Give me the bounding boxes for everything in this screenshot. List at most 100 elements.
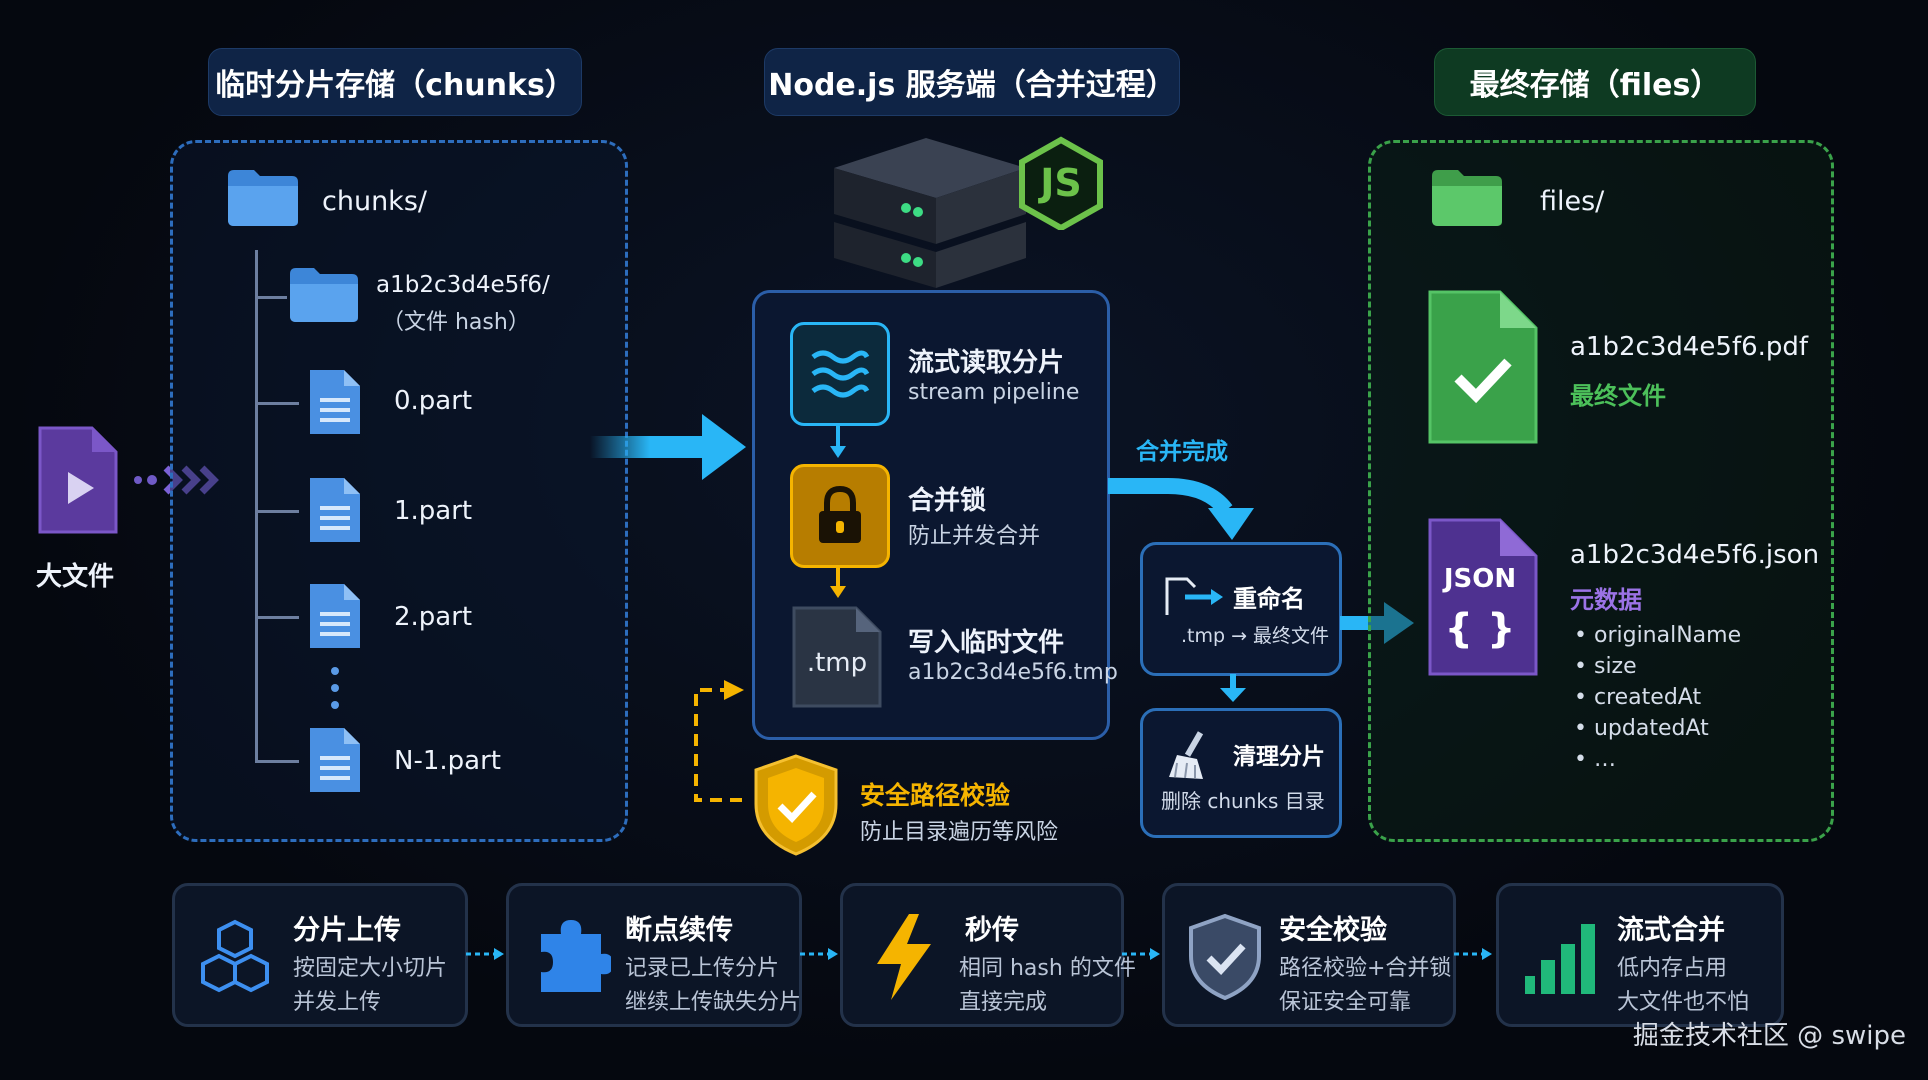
part-file-icon [306,580,364,656]
broom-icon [1163,729,1215,785]
feature-card: 分片上传 按固定大小切片 并发上传 [172,883,468,1027]
feature-card: 安全校验 路径校验+合并锁 保证安全可靠 [1162,883,1456,1027]
chunks-folder-name: chunks/ [322,186,427,217]
feature-line: 低内存占用 [1617,956,1728,981]
files-section-header: 最终存储（files） [1434,48,1756,116]
feature-line: 并发上传 [293,990,382,1015]
feature-line: 直接完成 [959,990,1048,1015]
feature-line: 保证安全可靠 [1279,990,1412,1015]
rename-title: 重命名 [1233,585,1305,613]
down-arrow-icon [830,566,846,604]
json-field-item: • createdAt [1574,685,1702,710]
part-file-icon [306,366,364,442]
rename-file-icon [1163,575,1223,621]
down-arrow-icon [830,426,846,464]
step-desc: stream pipeline [908,380,1080,405]
video-file-icon [34,424,120,538]
chunks-panel [170,140,628,842]
feature-title: 流式合并 [1617,915,1725,946]
tree-branch-line [255,760,299,763]
step-title: 合并锁 [908,486,987,516]
flow-arrow-icon [590,408,750,492]
hash-folder-note: （文件 hash） [382,310,530,335]
security-shield-icon [752,752,840,862]
feature-title: 秒传 [965,915,1019,946]
watermark-text: 掘金技术社区 @ swipe [1632,1021,1906,1051]
curved-arrow-icon [1108,470,1258,546]
merge-done-label: 合并完成 [1136,439,1228,465]
files-folder-name: files/ [1540,186,1605,217]
part-file-name: 0.part [394,386,473,416]
json-braces: { } [1444,606,1516,652]
feature-line: 相同 hash 的文件 [959,956,1136,981]
dotted-arrow-icon [1454,946,1494,965]
feature-line: 路径校验+合并锁 [1279,956,1452,981]
part-file-name: 2.part [394,602,473,632]
folder-icon [1430,166,1504,232]
security-desc: 防止目录遍历等风险 [860,820,1059,845]
feature-title: 分片上传 [293,915,401,946]
json-field-item: • … [1574,747,1616,772]
feature-line: 记录已上传分片 [625,956,780,981]
cubes-icon [197,918,273,998]
json-field-item: • originalName [1574,623,1742,648]
cleanup-box: 清理分片 删除 chunks 目录 [1140,708,1342,838]
node-section-header: Node.js 服务端（合并过程） [764,48,1180,116]
step-desc: 防止并发合并 [908,524,1041,549]
chunks-section-title: 临时分片存储（chunks） [215,68,575,103]
feature-card: 秒传 相同 hash 的文件 直接完成 [840,883,1136,1027]
json-file-name: a1b2c3d4e5f6.json [1570,540,1820,570]
step-title: 流式读取分片 [908,348,1065,378]
ellipsis-dots-icon [330,666,340,716]
pdf-file-name: a1b2c3d4e5f6.pdf [1570,332,1809,362]
dashed-loop-arrow-icon [688,680,748,818]
json-field-item: • size [1574,654,1637,679]
lightning-bolt-icon [871,912,937,1006]
tree-branch-line [255,296,287,299]
json-icon-text: JSON [1443,564,1517,594]
files-panel [1368,140,1834,842]
rename-box: 重命名 .tmp → 最终文件 [1140,542,1342,676]
feature-line: 继续上传缺失分片 [625,990,802,1015]
part-file-icon [306,474,364,550]
puzzle-piece-icon [535,914,613,998]
cleanup-desc: 删除 chunks 目录 [1161,789,1325,813]
padlock-icon [790,464,890,568]
files-section-title: 最终存储（files） [1469,68,1721,103]
rename-desc: .tmp → 最终文件 [1181,625,1330,647]
bar-chart-icon [1523,916,1599,1000]
tree-branch-line [255,510,299,513]
security-title: 安全路径校验 [860,781,1011,810]
down-arrow-icon [1220,674,1246,708]
dotted-arrow-icon [800,946,840,965]
tree-branch-line [255,616,299,619]
feature-card: 流式合并 低内存占用 大文件也不怕 [1496,883,1784,1027]
bigfile-label: 大文件 [36,562,115,592]
nodejs-hexagon-icon: JS [1018,136,1104,232]
hash-folder-name: a1b2c3d4e5f6/ [376,272,550,298]
js-badge-text: JS [1040,161,1082,205]
part-file-icon [306,724,364,800]
feature-card: 断点续传 记录已上传分片 继续上传缺失分片 [506,883,802,1027]
pdf-file-check-icon [1424,286,1540,452]
chunks-section-header: 临时分片存储（chunks） [208,48,582,116]
shield-check-icon [1187,912,1263,1006]
tree-branch-line [255,402,299,405]
node-section-title: Node.js 服务端（合并过程） [768,68,1176,103]
hash-folder-icon [288,264,360,328]
json-field-item: • updatedAt [1574,716,1709,741]
dotted-arrow-icon [1122,946,1162,965]
tmp-file-icon: .tmp [790,604,884,710]
part-file-name: 1.part [394,496,473,526]
stream-waves-icon [790,322,890,426]
server-icon [826,128,1026,292]
flow-arrow-icon [1340,600,1416,650]
step-title: 写入临时文件 [908,628,1065,658]
feature-title: 安全校验 [1279,915,1387,946]
dotted-arrow-icon [466,946,506,965]
json-file-icon: JSON { } [1424,514,1540,680]
json-field-list: • originalName • size • createdAt • upda… [1574,620,1741,775]
cleanup-title: 清理分片 [1233,744,1325,770]
pdf-file-tag: 最终文件 [1570,382,1666,410]
